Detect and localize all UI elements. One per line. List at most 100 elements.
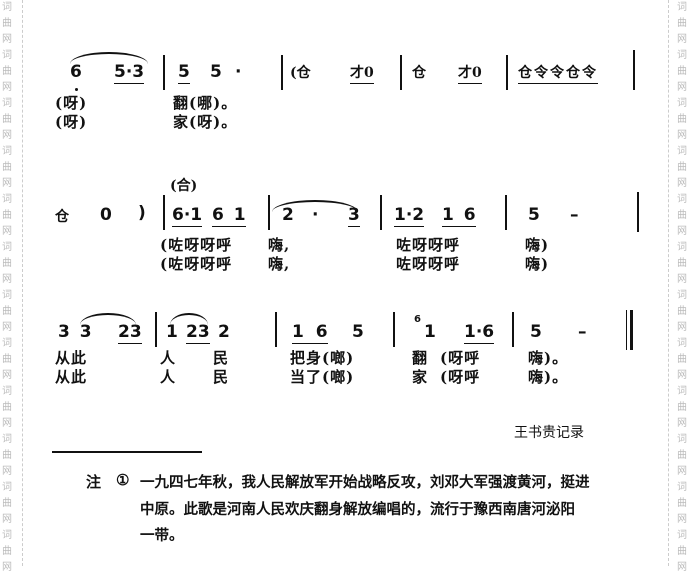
barline [506, 55, 508, 90]
watermark-char: 词 [2, 434, 12, 445]
lyric: (呀呼 [440, 368, 481, 386]
watermark-char: 网 [677, 226, 687, 237]
barline [380, 195, 382, 230]
watermark-char: 曲 [2, 354, 12, 365]
watermark-char: 曲 [677, 18, 687, 29]
watermark-char: 曲 [2, 210, 12, 221]
final-barline-thick [630, 310, 633, 350]
percussion: 仓 [412, 65, 426, 81]
note: 5 [178, 62, 190, 84]
watermark-char: 网 [2, 178, 12, 189]
footnote-line: 一带。 [140, 527, 184, 544]
note: 1·2 [394, 205, 425, 227]
watermark-char: 曲 [677, 114, 687, 125]
watermark-char: 曲 [2, 258, 12, 269]
chorus-mark: (合) [170, 178, 198, 194]
lyric: (咗呀呀呼 [160, 255, 233, 273]
note: 1·6 [464, 322, 495, 344]
watermark-char: 网 [2, 322, 12, 333]
barline [400, 55, 402, 90]
watermark-char: 词 [2, 338, 12, 349]
watermark-char: 曲 [2, 450, 12, 461]
note: 3 [348, 205, 360, 227]
watermark-char: 网 [677, 418, 687, 429]
watermark-char: 网 [2, 466, 12, 477]
lyric: (呀呼 [440, 349, 481, 367]
watermark-char: 词 [677, 290, 687, 301]
lyric: 人 [160, 368, 177, 386]
watermark-char: 网 [677, 274, 687, 285]
barline [393, 312, 395, 347]
final-barline-thin [626, 310, 627, 350]
footnote-line: 一九四七年秋，我人民解放军开始战略反攻，刘邓大军强渡黄河，挺进 [140, 474, 590, 491]
watermark-char: 曲 [677, 402, 687, 413]
watermark-char: 曲 [2, 66, 12, 77]
note: 5 [528, 205, 540, 225]
watermark-char: 词 [677, 50, 687, 61]
watermark-char: 词 [677, 338, 687, 349]
watermark-char: 网 [677, 466, 687, 477]
watermark-char: 网 [2, 274, 12, 285]
note: 6·1 [172, 205, 203, 227]
watermark-char: 网 [677, 514, 687, 525]
slur [70, 52, 148, 64]
lyric: 把身(啷) [290, 349, 355, 367]
lyric: (呀) [55, 94, 88, 112]
note: 2 [282, 205, 294, 225]
lyric: 嗨) [525, 236, 550, 254]
watermark-char: 网 [2, 34, 12, 45]
watermark-char: 词 [2, 146, 12, 157]
barline [155, 312, 157, 347]
lyric: 从此 [55, 368, 88, 386]
lyric: 民 [213, 368, 230, 386]
watermark-char: 曲 [2, 18, 12, 29]
note: 2 [218, 322, 230, 342]
footnote-line: 中原。此歌是河南人民欢庆翻身解放编唱的，流行于豫西南唐河泌阳 [140, 501, 575, 518]
barline [281, 55, 283, 90]
watermark-char: 曲 [677, 450, 687, 461]
note: 5 [530, 322, 542, 342]
lyric: 嗨) [525, 255, 550, 273]
lyric: 嗨, [268, 236, 291, 254]
footnote-marker: ① [116, 471, 131, 489]
watermark-char: 曲 [677, 354, 687, 365]
watermark-char: 网 [2, 370, 12, 381]
watermark-char: 词 [2, 2, 12, 13]
watermark-char: 网 [677, 562, 687, 573]
watermark-char: 词 [2, 50, 12, 61]
lyric: (咗呀呀呼 [160, 236, 233, 254]
note: 1 6 [442, 205, 476, 227]
watermark-char: 词 [677, 482, 687, 493]
lyric: (呀) [55, 113, 88, 131]
watermark-char: 曲 [2, 114, 12, 125]
watermark-char: 词 [2, 98, 12, 109]
note: 5·3 [114, 62, 145, 84]
watermark-char: 网 [2, 130, 12, 141]
watermark-char: 网 [677, 178, 687, 189]
watermark-char: 曲 [677, 162, 687, 173]
watermark-char: 曲 [2, 306, 12, 317]
watermark-char: 曲 [2, 498, 12, 509]
attribution: 王书贵记录 [514, 425, 584, 441]
note: 1 [424, 322, 436, 342]
lyric: 嗨)。 [528, 349, 569, 367]
watermark-char: 曲 [677, 258, 687, 269]
watermark-char: 曲 [677, 306, 687, 317]
watermark-char: 网 [677, 34, 687, 45]
note: · [235, 62, 242, 82]
watermark-char: 曲 [2, 402, 12, 413]
watermark-char: 曲 [2, 546, 12, 557]
watermark-char: 网 [2, 226, 12, 237]
note: 23 [186, 322, 210, 344]
watermark-char: 词 [2, 386, 12, 397]
note: · [312, 205, 319, 225]
watermark-char: 网 [2, 82, 12, 93]
lyric: 家(呀)。 [173, 113, 238, 131]
margin-line-left [22, 0, 23, 566]
watermark-char: 词 [2, 194, 12, 205]
percussion: 仓 [55, 209, 69, 225]
watermark-char: 网 [2, 418, 12, 429]
barline [637, 192, 639, 232]
watermark-char: 词 [677, 98, 687, 109]
watermark-char: 曲 [2, 162, 12, 173]
